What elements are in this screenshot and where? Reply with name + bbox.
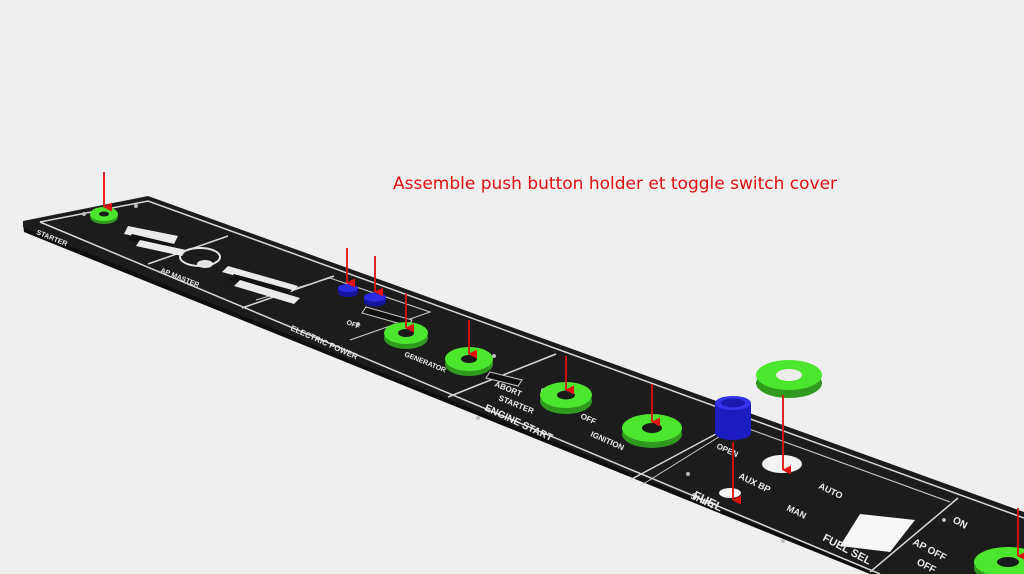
switch-hole — [762, 455, 802, 473]
assembly-arrows — [103, 172, 1024, 561]
instruction-caption: Assemble push button holder et toggle sw… — [393, 174, 838, 194]
green-nut-floating — [756, 360, 822, 398]
window-cutout — [840, 514, 915, 552]
green-nut — [622, 414, 682, 448]
blue-cap-floating — [715, 396, 751, 440]
green-nut — [90, 207, 118, 224]
green-nut — [445, 347, 493, 376]
push-button-holders — [338, 284, 751, 440]
panel-cutouts — [82, 204, 946, 552]
button-hole — [719, 488, 741, 498]
blue-cap — [338, 284, 358, 297]
toggle-switch-covers — [90, 207, 1024, 574]
blue-cap — [364, 292, 386, 307]
green-nut — [974, 547, 1024, 574]
divider-5 — [869, 497, 959, 573]
green-nut — [540, 382, 592, 414]
